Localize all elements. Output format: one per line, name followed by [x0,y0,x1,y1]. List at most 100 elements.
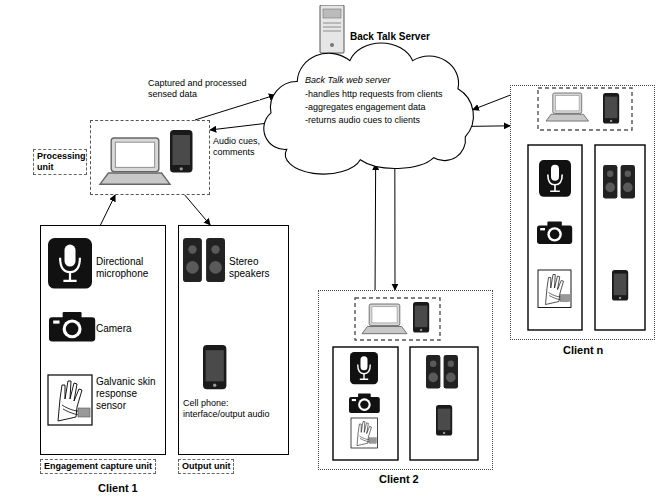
connector-arrow [375,164,377,290]
speaker-woofer [623,183,633,193]
node-text: -aggregates engagement data [305,102,477,113]
laptop-screen-frame [553,93,582,113]
node-text: Directional microphone [96,256,162,280]
laptop-screen [115,142,154,167]
laptop-icon [100,138,170,184]
phone-screen [605,97,618,119]
processing-unit-box: Processing unit [90,120,210,195]
gsr-sensor-icon [351,418,377,448]
server-case [320,5,344,53]
speaker-icon [206,238,225,282]
node-heading: Engagement capture unit [40,459,156,474]
connector-arrow [185,195,210,225]
phone-button [213,384,216,387]
phone-body [170,130,193,173]
speaker-icon [603,165,617,199]
speaker-body [621,165,635,199]
camera-flash [352,399,356,401]
speaker-icon [621,165,635,199]
camera-icon [49,312,95,341]
phone-body [612,270,628,301]
phone-screen [206,350,224,381]
speaker-icon [426,355,440,389]
speaker-tweeter [188,245,196,253]
server-drawing [318,5,346,55]
laptop-base [100,173,170,184]
phone-icon [436,405,452,436]
microphone-stand [63,272,76,281]
capture-unit-box [528,145,582,330]
laptop-screen-frame [369,304,400,326]
laptop-icon [362,304,407,334]
speaker-body [426,355,440,389]
sensor-pad [78,408,90,417]
phone-button [619,297,621,299]
node-text: Cell phone: interface/output audio [183,398,285,420]
laptop-base [362,327,407,334]
camera-lens-ring [547,227,561,241]
node-heading: Back Talk Server [350,31,430,43]
microphone-holder [60,258,80,272]
phone-button [180,167,183,170]
sensor-pad [369,438,376,443]
node-text: Galvanic skin response sensor [96,376,162,412]
camera-top [63,312,82,319]
phone-body [436,405,452,436]
microphone-tile [539,160,571,197]
speaker-woofer [186,261,199,274]
phone-screen [415,306,428,328]
microphone-head [65,245,76,267]
camera-body [537,226,572,244]
speaker-woofer [446,373,456,383]
microphone-icon [539,160,571,197]
phone-button [420,329,422,331]
phone-icon [170,130,193,173]
laptop-screen [372,307,397,323]
processing-unit-box [538,88,632,130]
node-heading: Client 2 [379,473,419,486]
camera-top [358,393,371,398]
camera-lens-ring [358,398,371,411]
microphone-holder [548,174,562,184]
speaker-body [206,238,225,282]
camera-lens [360,400,368,408]
processing-unit-box [355,298,440,340]
camera-lens-ring [63,319,82,338]
camera-icon [349,393,380,413]
camera-lens [66,323,79,336]
microphone-tile [350,352,378,384]
camera-lens [550,230,560,240]
connector-arrow [100,195,115,225]
connector-arrow [471,125,510,127]
camera-flash [540,228,545,230]
microphone-tile [48,238,92,289]
microphone-head [361,356,368,370]
camera-body [349,397,380,413]
phone-screen [614,274,627,296]
microphone-holder [358,365,371,374]
node-text: -returns audio cues to clients [305,115,477,126]
client-box: Client n [510,85,655,340]
phone-icon [413,302,429,333]
speaker-icon [444,355,458,389]
phone-screen [438,409,451,431]
gsr-tile [351,418,377,448]
laptop-icon [546,93,589,121]
node-text: -handles http requests from clients [305,89,477,100]
output-unit-box [595,145,645,330]
phone-icon [203,345,226,389]
speaker-icon [183,238,202,282]
client-label: Client 1 [98,482,138,495]
phone-button [443,432,445,434]
camera-icon [537,222,572,244]
speaker-tweeter [211,245,219,253]
node-heading: Processing unit [33,149,87,175]
microphone-icon [48,238,92,289]
sensor-pad [561,295,570,302]
laptop-base [546,114,589,121]
laptop-screen [555,96,579,111]
connector-arrow [210,123,267,130]
microphone-stand [550,185,560,191]
gsr-sensor-icon [538,270,571,308]
